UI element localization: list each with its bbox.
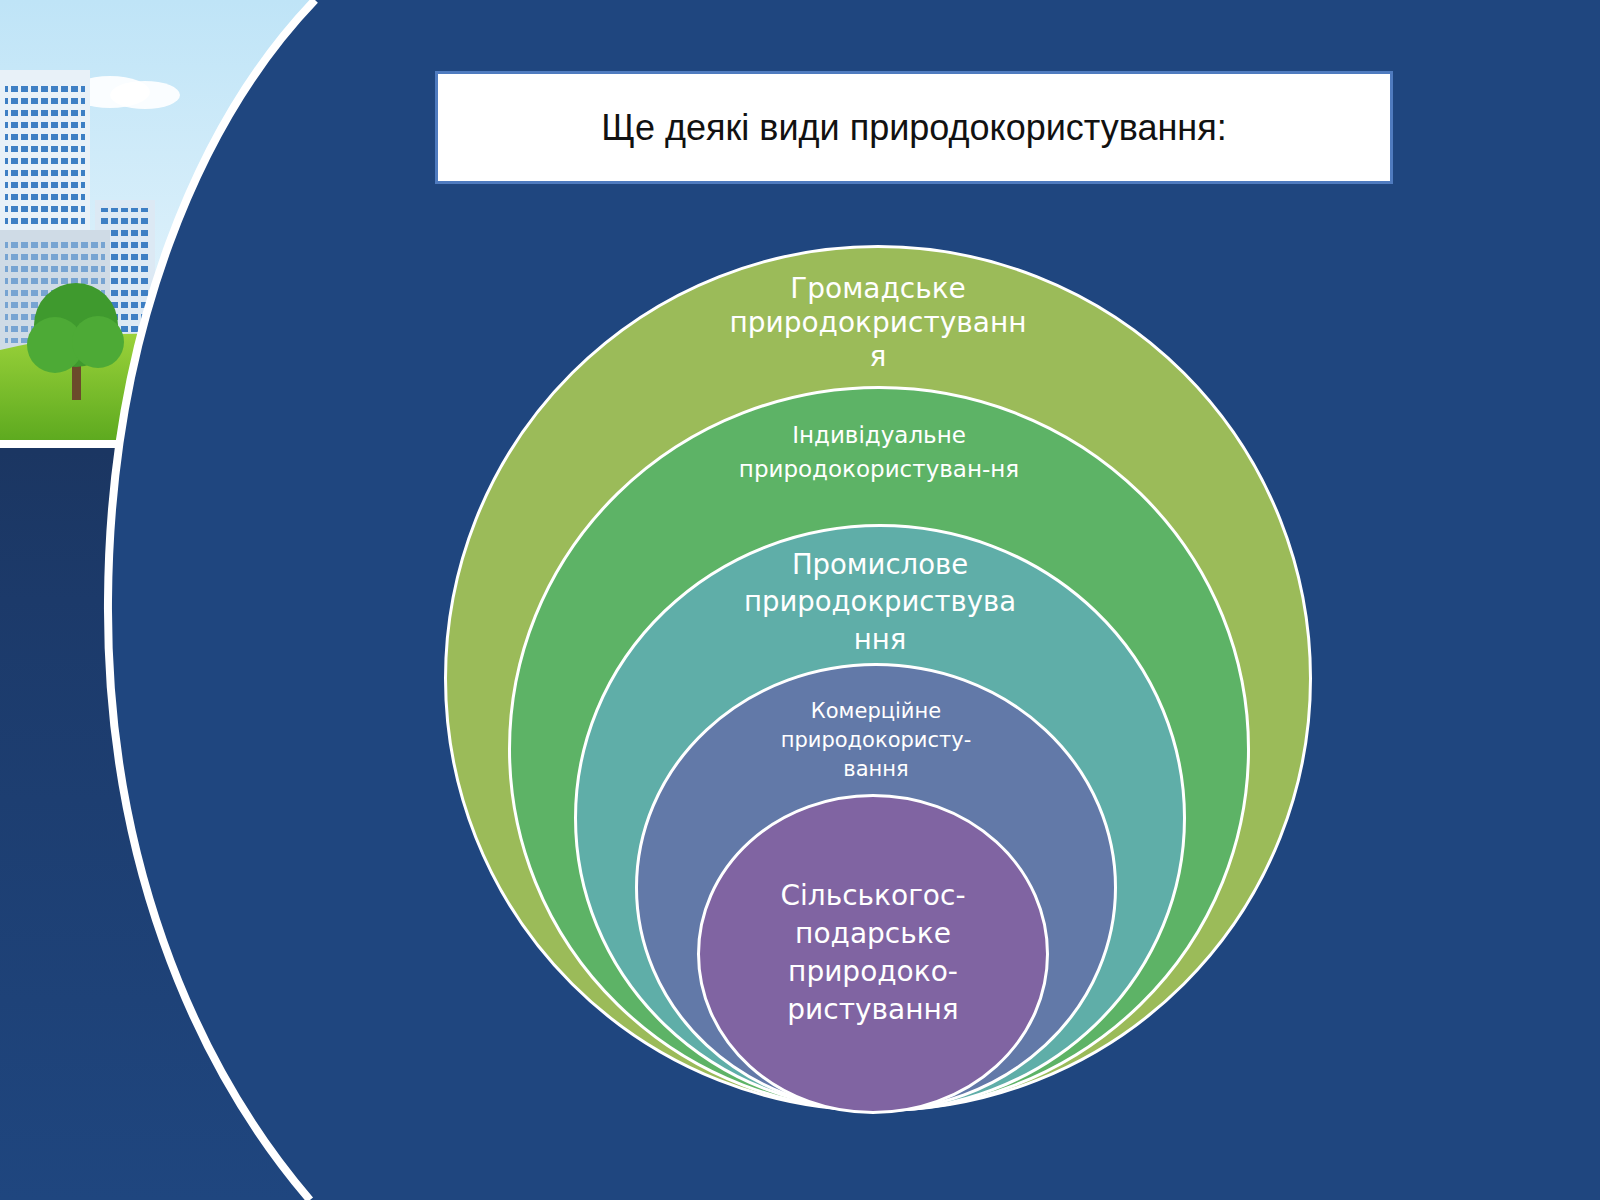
circle-label: Індивідуальне природокористуван-ня bbox=[734, 418, 1024, 486]
nested-circle: Громадське природокристуванняІндивідуаль… bbox=[444, 245, 1312, 1112]
circle-label: Сільськогос-подарське природоко-ристуван… bbox=[773, 877, 973, 1029]
nested-circle: Промислове природокриствуванняКомерційне… bbox=[574, 524, 1186, 1112]
nested-circle: Комерційне природокористу-ванняСільськог… bbox=[635, 663, 1117, 1112]
circle-label: Промислове природокриствування bbox=[735, 546, 1025, 658]
nested-circle: Індивідуальне природокористуван-няПромис… bbox=[508, 386, 1250, 1112]
circle-outline bbox=[697, 794, 1049, 1114]
nested-circle: Сільськогос-подарське природоко-ристуван… bbox=[697, 794, 1049, 1114]
slide-title: Ще деякі види природокористування: bbox=[601, 107, 1227, 149]
circle-label: Громадське природокристування bbox=[728, 272, 1028, 374]
title-box: Ще деякі види природокористування: bbox=[435, 71, 1393, 184]
circle-label: Комерційне природокористу-вання bbox=[766, 697, 986, 784]
